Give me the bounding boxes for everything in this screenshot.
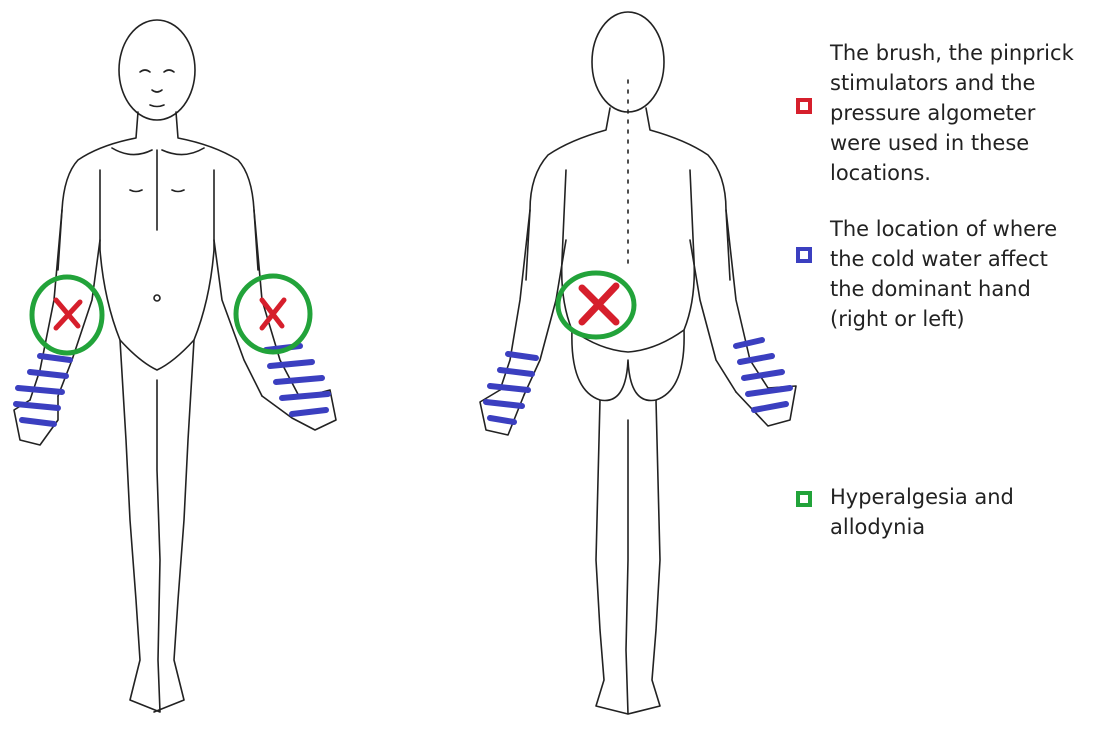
front-arm-right [214,210,300,398]
blue-square-icon [796,247,812,263]
front-navel [154,295,160,301]
front-face [140,70,174,107]
front-right-forearm-cross [262,300,284,328]
back-legs [596,400,660,714]
green-square-icon [796,491,812,507]
lower-back-cross [582,286,616,322]
front-right-hand-stripes [266,346,328,414]
front-left-hand-stripes [16,356,70,424]
front-head [119,20,195,120]
legend-text-hyperalgesia: Hyperalgesia and allodynia [830,482,1086,542]
back-hand-left [480,390,524,435]
back-left-hand-stripes [486,354,536,422]
front-left-forearm-cross [56,300,80,328]
red-square-icon [796,98,812,114]
back-arm-right [690,210,768,392]
back-head [592,12,664,112]
front-torso [58,112,258,370]
legend-text-stimulus: The brush, the pinprick stimulators and … [830,38,1086,188]
hyperalgesia-marks [32,273,634,353]
legend-text-cold-water: The location of where the cold water aff… [830,214,1086,334]
stimulus-marks [56,286,616,328]
legend-item-stimulus: The brush, the pinprick stimulators and … [796,38,1086,188]
legend-item-hyperalgesia: Hyperalgesia and allodynia [796,482,1086,542]
front-legs [120,340,194,712]
front-chest [112,148,204,230]
legend-item-cold-water: The location of where the cold water aff… [796,214,1086,334]
